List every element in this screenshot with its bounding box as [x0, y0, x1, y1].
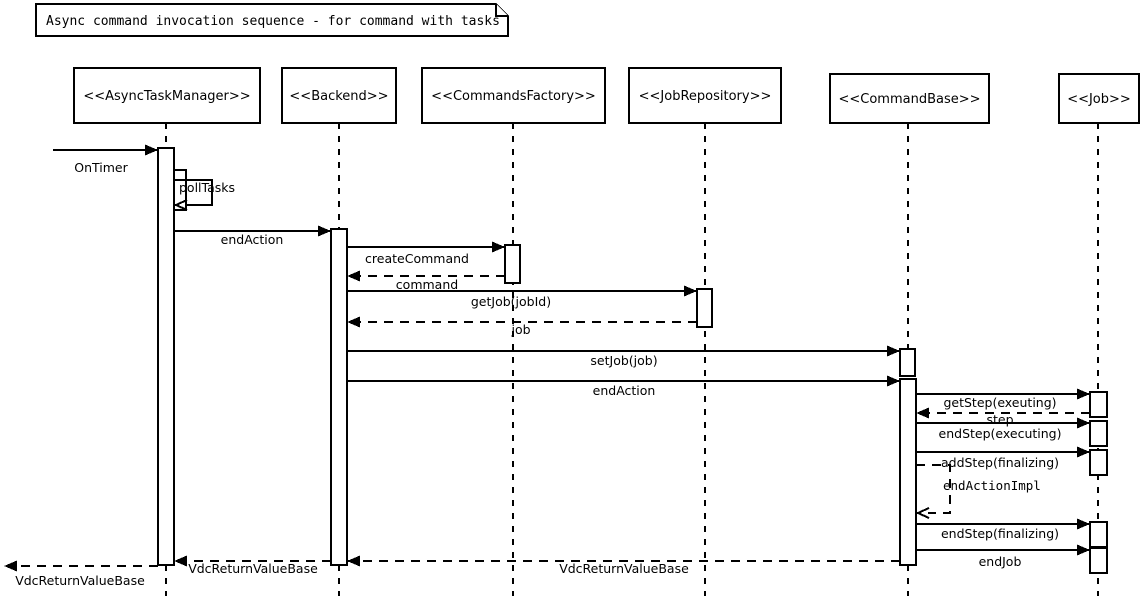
activation-bar-a-job-5: [1089, 547, 1108, 574]
message-arrowhead-m6: [684, 285, 697, 297]
activation-bar-a-job-3: [1089, 449, 1108, 476]
message-arrowhead-m2: [173, 199, 188, 211]
message-arrowhead-m4: [492, 241, 505, 253]
participant-box-commandbase[interactable]: [829, 73, 990, 124]
message-arrowhead-m7: [347, 316, 360, 328]
participant-label-commandsfactory: <<CommandsFactory>>: [431, 89, 596, 104]
message-line-m14: [916, 464, 951, 514]
participant-label-backend: <<Backend>>: [289, 89, 388, 104]
message-arrowhead-m12: [1077, 417, 1090, 429]
activation-bar-a-cmdbase-setjob: [899, 348, 916, 377]
message-arrowhead-m3: [318, 225, 331, 237]
title-note-text: Async command invocation sequence - for …: [46, 14, 500, 29]
message-arrowhead-m13: [1077, 446, 1090, 458]
participant-box-job[interactable]: [1058, 73, 1140, 124]
message-label-m3: endAction: [221, 232, 284, 247]
message-m14: endActionImpl: [915, 464, 1041, 519]
message-label-m11: step: [986, 412, 1013, 427]
participant-box-backend[interactable]: [281, 67, 397, 124]
message-arrowhead-m15: [1077, 518, 1090, 530]
message-arrowhead-m11: [916, 407, 929, 419]
activation-bar-a-backend-main: [330, 228, 348, 566]
message-m8: setJob(job): [347, 345, 900, 368]
message-arrowhead-m17: [347, 555, 360, 567]
message-m9: endAction: [347, 375, 900, 398]
message-label-m6: getJob(jobId): [471, 294, 551, 309]
message-m7: job: [347, 316, 697, 337]
message-label-m15: endStep(finalizing): [941, 526, 1059, 541]
title-note-fold-corner: [495, 4, 508, 17]
message-arrowhead-m1: [145, 144, 158, 156]
messages-layer: OnTimer pollTasks endAction createCommand co…: [4, 144, 1090, 588]
message-m15: endStep(finalizing): [916, 518, 1090, 541]
message-arrowhead-m19: [4, 560, 17, 572]
message-arrowhead-m9: [887, 375, 900, 387]
activation-bar-a-atm-main: [157, 147, 175, 566]
message-arrowhead-m16: [1077, 544, 1090, 556]
message-label-m8: setJob(job): [590, 353, 657, 368]
message-m19: VdcReturnValueBase: [4, 560, 158, 588]
message-label-m5: command: [396, 277, 458, 292]
title-note: Async command invocation sequence - for …: [35, 3, 509, 37]
activation-bar-a-factory: [504, 244, 521, 284]
message-arrowhead-m14: [915, 507, 930, 519]
message-label-m9: endAction: [593, 383, 656, 398]
activation-bar-a-job-1: [1089, 391, 1108, 418]
participant-box-asynctaskmanager[interactable]: [73, 67, 261, 124]
participant-label-job: <<Job>>: [1067, 92, 1131, 107]
participant-boxes-layer: <<AsyncTaskManager>> <<Backend>> <<Command…: [73, 67, 1140, 124]
participant-box-commandsfactory[interactable]: [421, 67, 606, 124]
participant-box-jobrepository[interactable]: [628, 67, 782, 124]
message-label-m12: endStep(executing): [939, 426, 1062, 441]
participant-label-asynctaskmanager: <<AsyncTaskManager>>: [83, 89, 250, 104]
message-line-m2: [174, 179, 213, 206]
message-m10: getStep(exeuting): [916, 388, 1090, 410]
activation-bar-a-jobrepo: [696, 288, 713, 328]
activations-layer: [157, 147, 1108, 574]
message-label-m13: addStep(finalizing): [941, 455, 1059, 470]
message-m11: step: [916, 407, 1090, 427]
message-m5: command: [347, 270, 505, 292]
message-arrowhead-m5: [347, 270, 360, 282]
message-label-m10: getStep(exeuting): [943, 395, 1056, 410]
participant-label-commandbase: <<CommandBase>>: [838, 92, 980, 107]
message-label-m14: endActionImpl: [943, 478, 1041, 493]
activation-bar-a-job-2: [1089, 420, 1108, 447]
activation-bar-a-job-4: [1089, 521, 1108, 548]
message-arrowhead-m10: [1077, 388, 1090, 400]
message-m13: addStep(finalizing): [916, 446, 1090, 470]
message-m18: VdcReturnValueBase: [174, 555, 331, 576]
title-note-shape: [35, 3, 509, 37]
message-arrowhead-m18: [174, 555, 187, 567]
message-m16: endJob: [916, 544, 1090, 569]
activation-bar-a-cmdbase-main: [899, 378, 917, 566]
message-label-m19: VdcReturnValueBase: [15, 573, 145, 588]
message-m1: OnTimer: [53, 144, 158, 175]
message-label-m1: OnTimer: [74, 160, 128, 175]
message-m4: createCommand: [347, 241, 505, 266]
message-m2: pollTasks: [173, 179, 235, 211]
message-m3: endAction: [174, 225, 331, 247]
message-arrowhead-m8: [887, 345, 900, 357]
message-label-m16: endJob: [979, 554, 1022, 569]
message-label-m7: job: [510, 322, 530, 337]
participant-label-jobrepository: <<JobRepository>>: [639, 89, 772, 104]
message-m6: getJob(jobId): [347, 285, 697, 309]
message-label-m18: VdcReturnValueBase: [188, 561, 318, 576]
message-label-m2: pollTasks: [179, 180, 235, 195]
message-m12: endStep(executing): [916, 417, 1090, 441]
message-label-m17: VdcReturnValueBase: [559, 561, 689, 576]
message-m17: VdcReturnValueBase: [347, 555, 900, 576]
message-label-m4: createCommand: [365, 251, 469, 266]
